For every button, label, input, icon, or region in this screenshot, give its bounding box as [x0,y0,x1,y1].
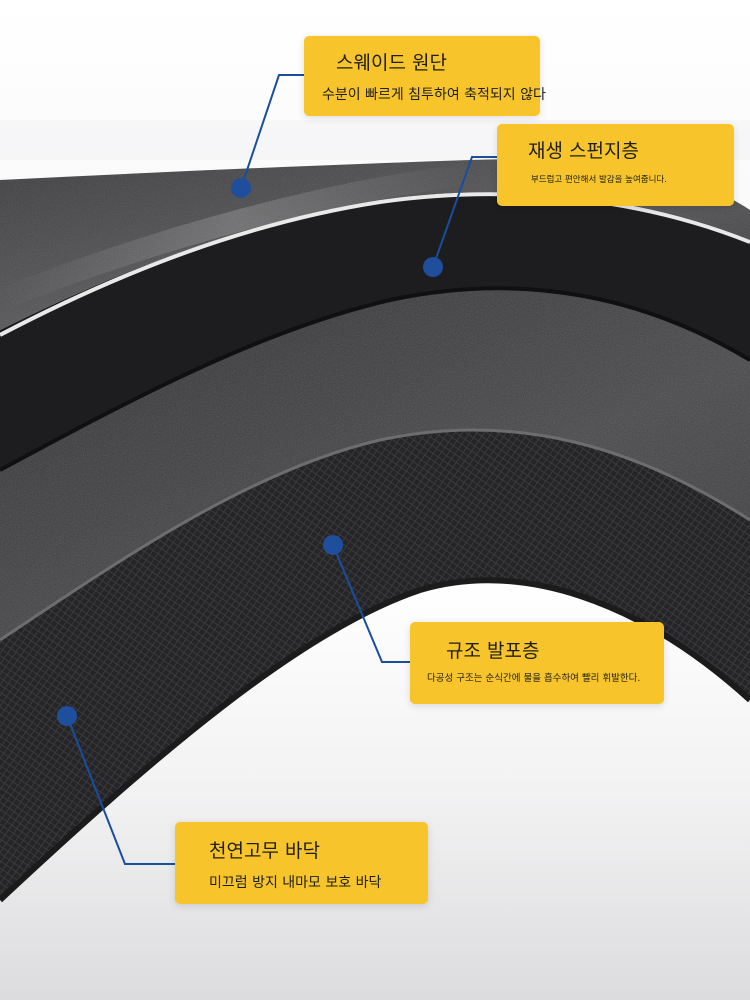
marker-dot-sponge [423,257,443,277]
callout-description: 미끄럼 방지 내마모 보호 바닥 [209,875,382,891]
rubber-base-layer [0,429,750,900]
marker-dot-suede [231,178,251,198]
callout-sponge-layer: 재생 스펀지층 부드럽고 편안해서 발감을 높여줍니다. [497,124,734,206]
sponge-layer [0,192,750,470]
callout-diatom-foam: 규조 발포층 다공성 구조는 순식간에 물을 흡수하여 빨리 휘발한다. [410,622,664,704]
callout-description: 수분이 빠르게 침투하여 축적되지 않다 [322,87,546,103]
callout-description: 부드럽고 편안해서 발감을 높여줍니다. [531,175,667,185]
callout-title: 규조 발포층 [446,640,540,662]
callout-title: 천연고무 바닥 [209,840,320,862]
callout-title: 스웨이드 원단 [336,52,447,74]
marker-dots [57,178,443,726]
callout-description: 다공성 구조는 순식간에 물을 흡수하여 빨리 휘발한다. [427,673,641,684]
leader-lines [66,74,497,865]
callout-rubber-base: 천연고무 바닥 미끄럼 방지 내마모 보호 바닥 [175,822,428,904]
marker-dot-diatom [323,535,343,555]
marker-dot-rubber [57,706,77,726]
callout-suede-fabric: 스웨이드 원단 수분이 빠르게 침투하여 축적되지 않다 [304,36,546,116]
callout-title: 재생 스펀지층 [528,140,639,162]
